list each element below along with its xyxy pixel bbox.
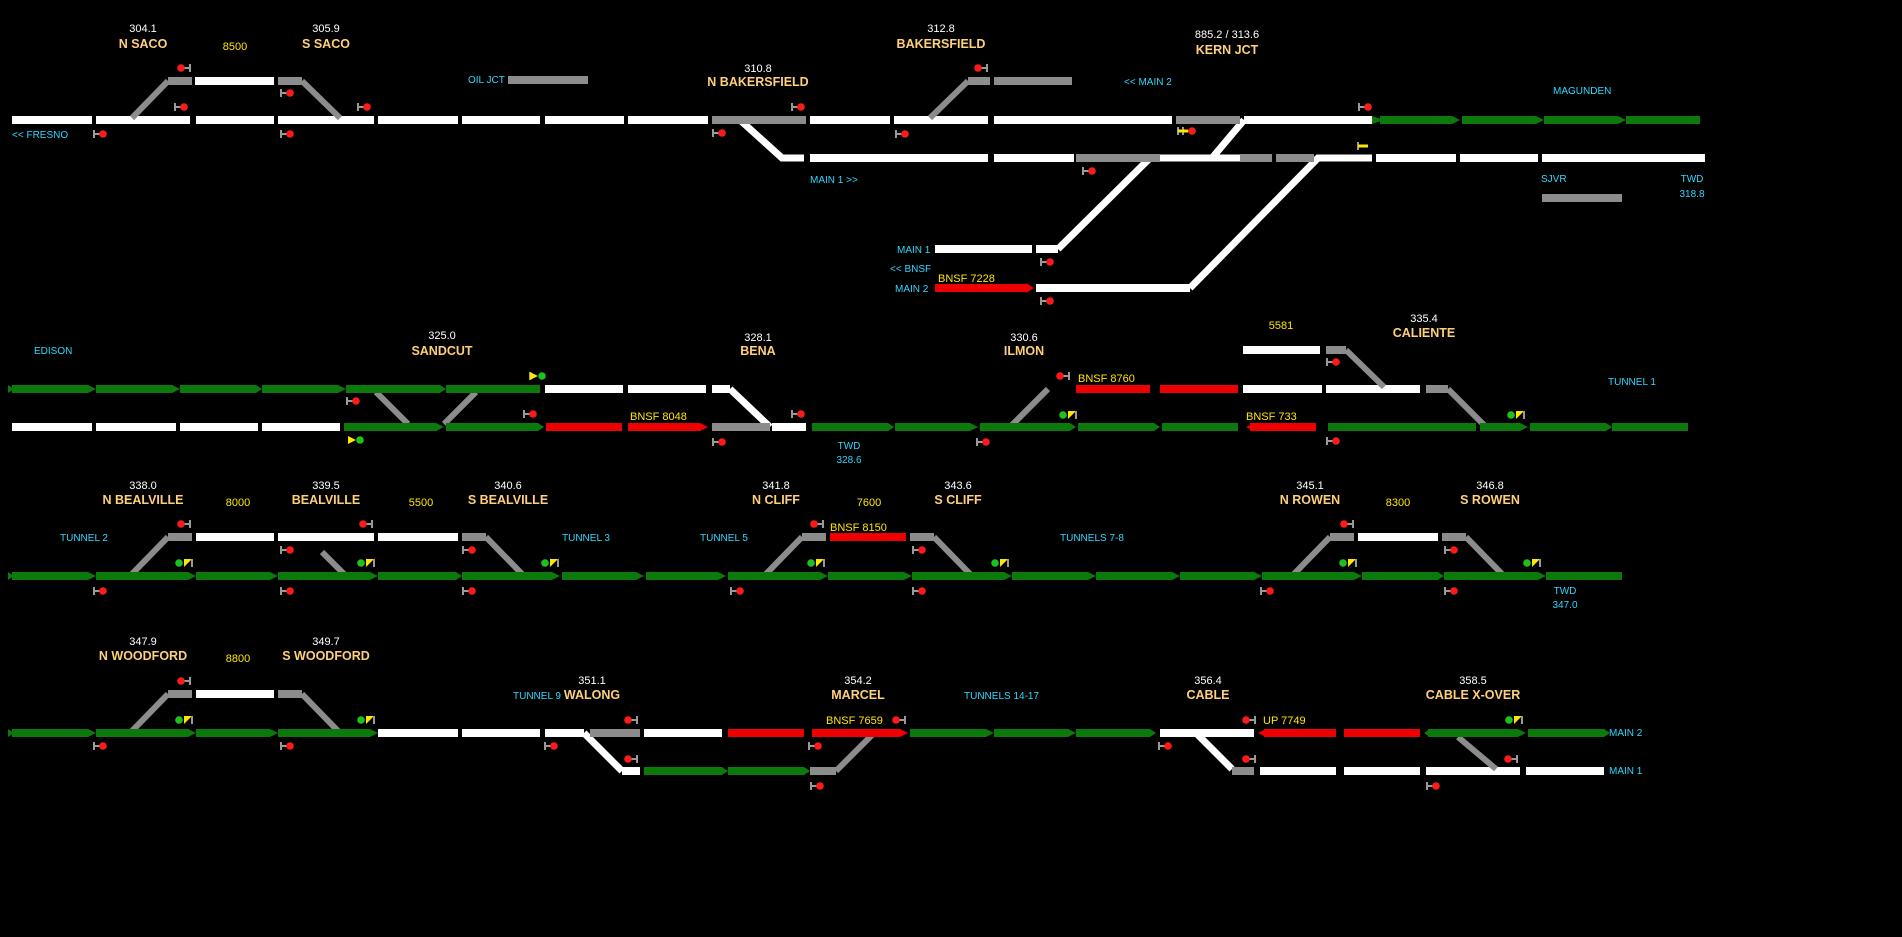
station-n-bakersfield: N BAKERSFIELD [707,75,808,89]
milepost-caliente: 335.4 [1410,313,1438,325]
label-tunnel-3: TUNNEL 3 [562,533,610,544]
milepost-n-cliff: 341.8 [762,480,790,492]
label-main2-end: MAIN 2 [1609,728,1643,739]
row-3-track [8,533,1622,580]
label-twd-2-mp: 328.6 [836,455,861,466]
siding-length-cliff: 7600 [857,497,881,509]
station-kern-jct: KERN JCT [1196,43,1259,57]
milepost-n-bakersfield: 310.8 [744,63,772,75]
milepost-n-rowen: 345.1 [1296,480,1324,492]
label-tunnels-7-8: TUNNELS 7-8 [1060,533,1124,544]
milepost-walong: 351.1 [578,675,606,687]
station-bakersfield: BAKERSFIELD [897,37,986,51]
siding-length-saco: 8500 [223,41,247,53]
station-s-bealville: S BEALVILLE [468,493,548,507]
label-twd-3: TWD [1554,586,1577,597]
label-sjvr: SJVR [1541,174,1567,185]
label-twd-2: TWD [838,441,861,452]
label-main2-bnsf: MAIN 2 [895,284,929,295]
label-tunnel-1: TUNNEL 1 [1608,377,1656,388]
station-bena: BENA [740,344,775,358]
milepost-marcel: 354.2 [844,675,872,687]
train-id-labels[interactable]: BNSF 7228 BNSF 8048 BNSF 8760 BNSF 733 B… [630,273,1306,727]
label-bnsf-arrow: << BNSF [890,264,931,275]
label-twd-1: TWD [1681,174,1704,185]
station-labels: N SACO S SACO N BAKERSFIELD BAKERSFIELD … [99,37,1520,702]
label-twd-3-mp: 347.0 [1552,600,1577,611]
station-bealville: BEALVILLE [292,493,361,507]
row-4-track [8,690,1610,775]
milepost-bakersfield: 312.8 [927,23,955,35]
milepost-n-saco: 304.1 [129,23,157,35]
location-labels: << FRESNO OIL JCT << MAIN 2 MAGUNDEN MAI… [12,75,1705,777]
row-1-signals [93,63,1373,306]
siding-length-rowen: 8300 [1386,497,1410,509]
siding-length-woodford: 8800 [226,653,250,665]
label-tunnel-5: TUNNEL 5 [700,533,748,544]
label-twd-1-mp: 318.8 [1679,189,1704,200]
station-n-rowen: N ROWEN [1280,493,1340,507]
label-main1-arrow: MAIN 1 >> [810,175,858,186]
siding-length-n-bealville: 8000 [226,497,250,509]
train-bnsf-8048[interactable]: BNSF 8048 [630,411,687,423]
station-sandcut: SANDCUT [411,344,472,358]
train-up-7749[interactable]: UP 7749 [1263,715,1306,727]
label-tunnel-9: TUNNEL 9 [513,691,561,702]
milepost-s-woodford: 349.7 [312,636,340,648]
station-s-woodford: S WOODFORD [282,649,370,663]
label-oil-jct: OIL JCT [468,75,505,86]
train-bnsf-7228[interactable]: BNSF 7228 [938,273,995,285]
milepost-sandcut: 325.0 [428,330,456,342]
row-1-track [12,76,1705,293]
siding-length-labels: 8500 8000 5500 7600 8300 8800 5581 [223,41,1410,665]
milepost-s-saco: 305.9 [312,23,340,35]
station-s-cliff: S CLIFF [934,493,982,507]
station-s-saco: S SACO [302,37,350,51]
station-n-bealville: N BEALVILLE [102,493,183,507]
train-bnsf-8150[interactable]: BNSF 8150 [830,522,887,534]
label-main2-arrow: << MAIN 2 [1124,77,1172,88]
station-s-rowen: S ROWEN [1460,493,1520,507]
station-cable-x-over: CABLE X-OVER [1426,688,1520,702]
label-tunnels-14-17: TUNNELS 14-17 [964,691,1039,702]
station-ilmon: ILMON [1004,344,1044,358]
milepost-bena: 328.1 [744,332,772,344]
station-n-woodford: N WOODFORD [99,649,187,663]
row-3-signals [93,519,1541,596]
row-2-signals [346,357,1525,447]
milepost-cable: 356.4 [1194,675,1222,687]
milepost-n-woodford: 347.9 [129,636,157,648]
station-cable: CABLE [1186,688,1229,702]
station-marcel: MARCEL [831,688,885,702]
milepost-s-cliff: 343.6 [944,480,972,492]
station-caliente: CALIENTE [1393,326,1456,340]
milepost-cable-x-over: 358.5 [1459,675,1487,687]
milepost-ilmon: 330.6 [1010,332,1038,344]
label-edison: EDISON [34,346,72,357]
row-2-track [8,346,1688,431]
siding-length-caliente: 5581 [1269,320,1293,332]
milepost-n-bealville: 338.0 [129,480,157,492]
siding-length-bealville: 5500 [409,497,433,509]
milepost-s-rowen: 346.8 [1476,480,1504,492]
train-bnsf-733[interactable]: BNSF 733 [1246,411,1297,423]
milepost-bealville: 339.5 [312,480,340,492]
milepost-s-bealville: 340.6 [494,480,522,492]
station-walong: WALONG [564,688,620,702]
label-main1-end: MAIN 1 [1609,766,1643,777]
train-bnsf-7659[interactable]: BNSF 7659 [826,715,883,727]
milepost-kern-jct: 885.2 / 313.6 [1195,29,1259,41]
milepost-labels: 304.1 305.9 310.8 312.8 885.2 / 313.6 32… [129,23,1504,687]
label-main1-bnsf: MAIN 1 [897,245,931,256]
station-n-saco: N SACO [119,37,168,51]
label-magunden: MAGUNDEN [1553,86,1611,97]
station-n-cliff: N CLIFF [752,493,800,507]
train-bnsf-8760[interactable]: BNSF 8760 [1078,373,1135,385]
label-fresno: << FRESNO [12,130,68,141]
label-tunnel-2: TUNNEL 2 [60,533,108,544]
